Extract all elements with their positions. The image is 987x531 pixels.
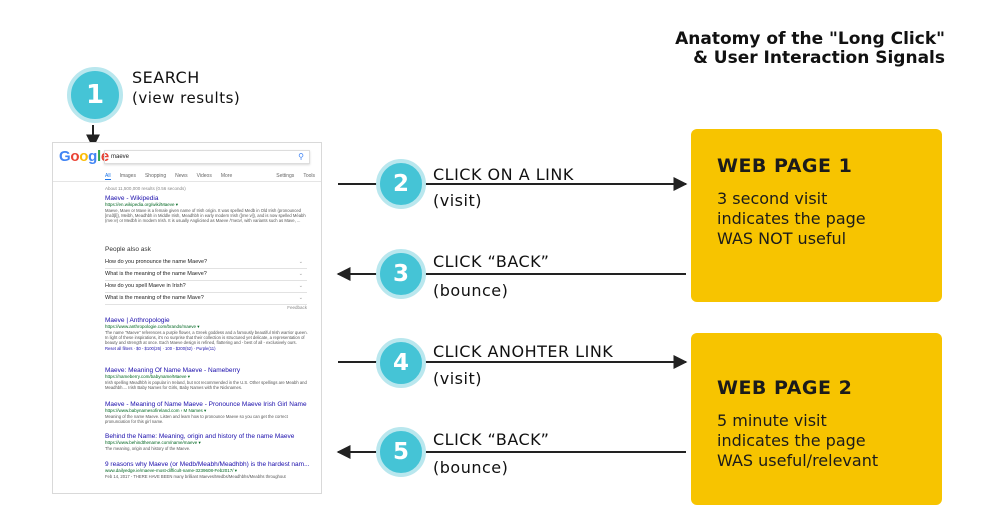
step-2-title: CLICK ON A LINK [433, 165, 574, 184]
result-title[interactable]: Behind the Name: Meaning, origin and his… [105, 433, 295, 440]
result-snippet: Meaning of the name Maeve. Listen and le… [105, 414, 288, 425]
step-3-circle: 3 [376, 249, 426, 299]
magnifier-icon[interactable]: ⚲ [298, 152, 304, 161]
tab-all[interactable]: All [105, 173, 111, 180]
result-snippet: Irish spelling Meadhbh is popular in Ire… [105, 380, 307, 391]
paa-heading: People also ask [105, 246, 151, 253]
paa-question-text: How do you spell Maeve in Irish? [105, 283, 186, 289]
result-title[interactable]: Maeve - Meaning of Name Maeve - Pronounc… [105, 401, 307, 408]
search-tabs: All Images Shopping News Videos More Tools Set… [105, 173, 315, 180]
step-1-label: SEARCH (view results) [132, 68, 240, 108]
chevron-down-icon: ⌄ [298, 259, 303, 265]
tab-news[interactable]: News [175, 173, 188, 179]
web-page-1-line-3: WAS NOT useful [717, 229, 847, 248]
web-page-1-box: WEB PAGE 1 3 second visit indicates the … [691, 129, 942, 302]
step-1-number: 1 [85, 80, 105, 110]
result-url[interactable]: https://nameberry.com/babyname/Maeve ▾ [105, 374, 190, 379]
tab-tools[interactable]: Tools [303, 173, 315, 179]
step-4-title: CLICK ANOHTER LINK [433, 342, 614, 361]
result-snippet: The name "Maeve" references a purple flo… [105, 330, 308, 346]
logo-letter: o [70, 148, 80, 165]
step-2-circle: 2 [376, 159, 426, 209]
result-sitelinks[interactable]: Reset all filters · $0 - $100(26) · 100 … [105, 345, 216, 351]
chevron-down-icon: ⌄ [298, 271, 303, 277]
result-snippet: Feb 14, 2017 - THERE HAVE BEEN many bril… [105, 474, 286, 479]
step-3-sub: (bounce) [433, 281, 509, 300]
logo-letter: G [59, 148, 71, 165]
result-title[interactable]: Maeve - Wikipedia [105, 195, 159, 202]
step-1-sub: (view results) [132, 89, 241, 107]
web-page-1-line-1: 3 second visit [717, 189, 828, 208]
paa-question-text: How do you pronounce the name Maeve? [105, 259, 208, 265]
search-result: Behind the Name: Meaning, origin and his… [105, 433, 311, 451]
web-page-2-line-3: WAS useful/relevant [717, 451, 879, 470]
result-snippet: Maeve, Maev or Mave is a female given na… [105, 208, 306, 224]
tab-images[interactable]: Images [119, 173, 136, 179]
search-result: Maeve: Meaning Of Name Maeve - Nameberry… [105, 367, 311, 390]
title-line-1: Anatomy of the "Long Click" [675, 29, 945, 49]
feedback-link[interactable]: Feedback [287, 305, 307, 310]
step-1-title: SEARCH [132, 68, 200, 87]
paa-question[interactable]: What is the meaning of the name Maeve? ⌄ [105, 269, 307, 281]
step-2-sub: (visit) [433, 191, 482, 210]
divider [53, 181, 321, 182]
step-4-circle: 4 [376, 338, 426, 388]
step-4-sub: (visit) [433, 369, 482, 388]
result-url[interactable]: https://en.wikipedia.org/wiki/Maeve ▾ [105, 202, 179, 207]
step-4-number: 4 [392, 350, 409, 376]
paa-question[interactable]: How do you spell Maeve in Irish? ⌄ [105, 281, 307, 293]
search-input[interactable]: maeve ⚲ [104, 150, 310, 164]
search-result: Maeve | Anthropologie https://www.anthro… [105, 317, 311, 351]
web-page-1-title: WEB PAGE 1 [717, 155, 853, 177]
chevron-down-icon: ⌄ [298, 295, 303, 301]
result-snippet: The meaning, origin and history of the M… [105, 446, 191, 451]
step-5-sub: (bounce) [433, 458, 509, 477]
result-url[interactable]: www.dailyedge.ie/maeve-most-difficult-na… [105, 468, 237, 473]
step-2-number: 2 [392, 171, 409, 197]
result-title[interactable]: 9 reasons why Maeve (or Medb/Meabh/Meadh… [105, 461, 310, 468]
logo-letter: o [79, 148, 89, 165]
search-result: Maeve - Wikipedia https://en.wikipedia.o… [105, 195, 311, 224]
web-page-1-line-2: indicates the page [717, 209, 866, 228]
step-5-title: CLICK “BACK” [433, 430, 550, 449]
tab-videos[interactable]: Videos [196, 173, 212, 179]
web-page-2-title: WEB PAGE 2 [717, 377, 853, 399]
logo-letter: e [100, 148, 109, 165]
step-5-circle: 5 [376, 427, 426, 477]
result-url[interactable]: https://www.behindthename.com/name/maeve… [105, 440, 201, 445]
google-logo: Google [59, 148, 109, 165]
step-3-number: 3 [392, 261, 409, 287]
paa-question[interactable]: What is the meaning of the name Mave? ⌄ [105, 293, 307, 305]
logo-letter: g [88, 148, 97, 165]
step-5-number: 5 [392, 439, 409, 465]
chevron-down-icon: ⌄ [298, 283, 303, 289]
people-also-ask: People also ask How do you pronounce the… [105, 246, 307, 310]
step-3-title: CLICK “BACK” [433, 252, 550, 271]
result-title[interactable]: Maeve: Meaning Of Name Maeve - Nameberry [105, 367, 241, 374]
result-url[interactable]: https://www.anthropologie.com/brands/mae… [105, 324, 200, 329]
search-results-screenshot: Google maeve ⚲ All Images Shopping News Vide… [52, 142, 322, 494]
paa-question-text: What is the meaning of the name Mave? [105, 295, 204, 301]
paa-question[interactable]: How do you pronounce the name Maeve? ⌄ [105, 257, 307, 269]
web-page-2-line-1: 5 minute visit [717, 411, 827, 430]
paa-question-text: What is the meaning of the name Maeve? [105, 271, 207, 277]
search-result: Maeve - Meaning of Name Maeve - Pronounc… [105, 401, 311, 424]
tab-settings[interactable]: Settings [276, 173, 295, 179]
search-query: maeve [111, 154, 130, 160]
result-url[interactable]: https://www.babynamesofireland.com › M N… [105, 408, 207, 413]
logo-letter: l [97, 148, 101, 165]
search-result: 9 reasons why Maeve (or Medb/Meabh/Meadh… [105, 461, 311, 479]
title-line-2: & User Interaction Signals [693, 48, 945, 68]
result-title[interactable]: Maeve | Anthropologie [105, 317, 170, 324]
web-page-2-line-2: indicates the page [717, 431, 866, 450]
tab-more[interactable]: More [220, 173, 233, 179]
diagram-title: Anatomy of the "Long Click" & User Inter… [675, 30, 945, 68]
result-count: About 11,500,000 results (0.56 seconds) [105, 186, 186, 191]
step-1-circle: 1 [67, 67, 123, 123]
web-page-2-box: WEB PAGE 2 5 minute visit indicates the … [691, 333, 942, 505]
tab-shopping[interactable]: Shopping [144, 173, 167, 179]
